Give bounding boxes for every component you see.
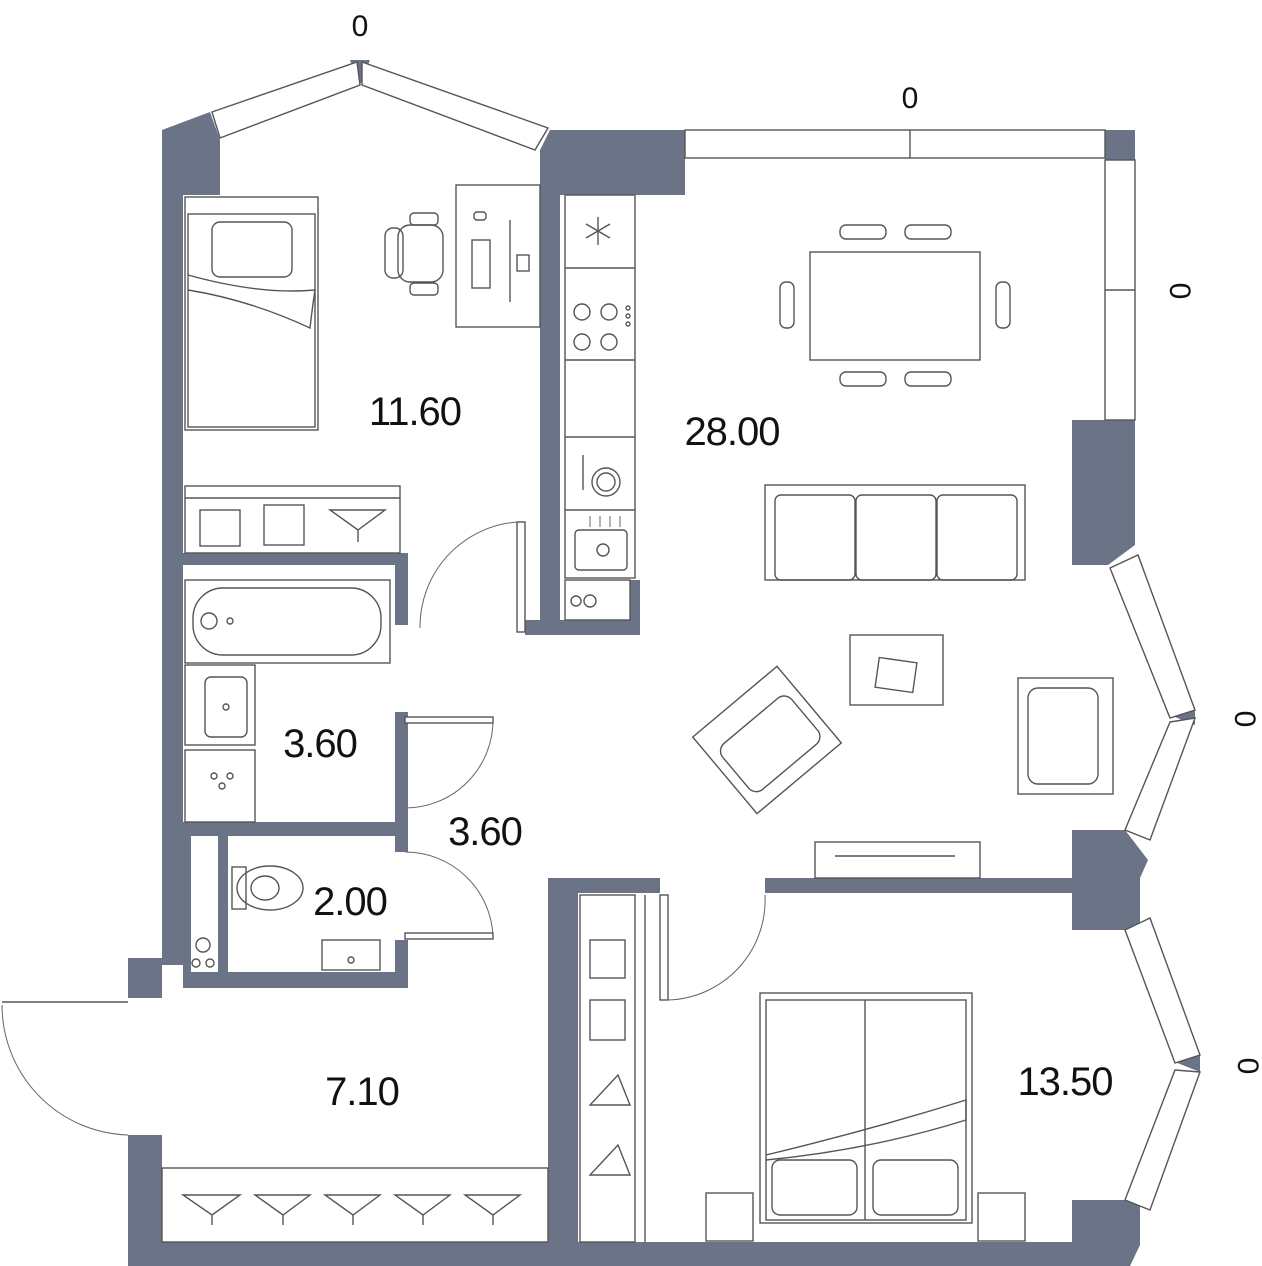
area-bedroom-small: 11.60 [369,390,461,434]
area-bedroom-master: 13.50 [1017,1060,1112,1104]
sofa-icon [764,484,1026,581]
toilet-sink [321,939,381,971]
area-hall: 3.60 [448,810,522,854]
window-label-top-living: 0 [902,82,919,115]
closet-master [579,894,646,1243]
toilet-icon [231,865,304,911]
coffee-table [849,634,944,706]
computer-icon [384,184,541,328]
area-entrance: 7.10 [325,1070,399,1114]
dishwasher-icon [582,455,621,497]
kitchen-counter [564,194,636,579]
window-label-right-lower: 0 [1231,1058,1262,1075]
window-labels: 0 0 0 0 0 [352,10,1262,1074]
armchair-icon [691,665,1114,815]
walls [128,60,1200,1266]
room-labels: 11.60 28.00 3.60 3.60 2.00 7.10 13.50 [283,390,1113,1114]
window-label-right-middle: 0 [1228,711,1261,728]
sink-icon [574,516,628,571]
master-bed [705,992,1026,1242]
hanger-icon [180,1194,523,1225]
bathtub-icon [184,579,391,664]
window-label-top-bay: 0 [352,10,369,43]
area-living-kitchen: 28.00 [684,410,779,454]
washer-icon [564,579,631,621]
dining-table-icon [779,224,1011,387]
washbasin-bath [184,664,256,746]
snowflake-icon [585,217,611,245]
boiler-icon [191,937,215,968]
wardrobe-bedroom [184,485,401,554]
washing-machine-bath [184,749,256,823]
stove-icon [573,303,631,351]
doors [1,521,766,1136]
tv-icon [814,841,981,879]
window-label-right-upper: 0 [1163,283,1196,300]
area-toilet: 2.00 [313,880,387,924]
bed-icon [184,196,319,431]
area-bathroom: 3.60 [283,722,357,766]
